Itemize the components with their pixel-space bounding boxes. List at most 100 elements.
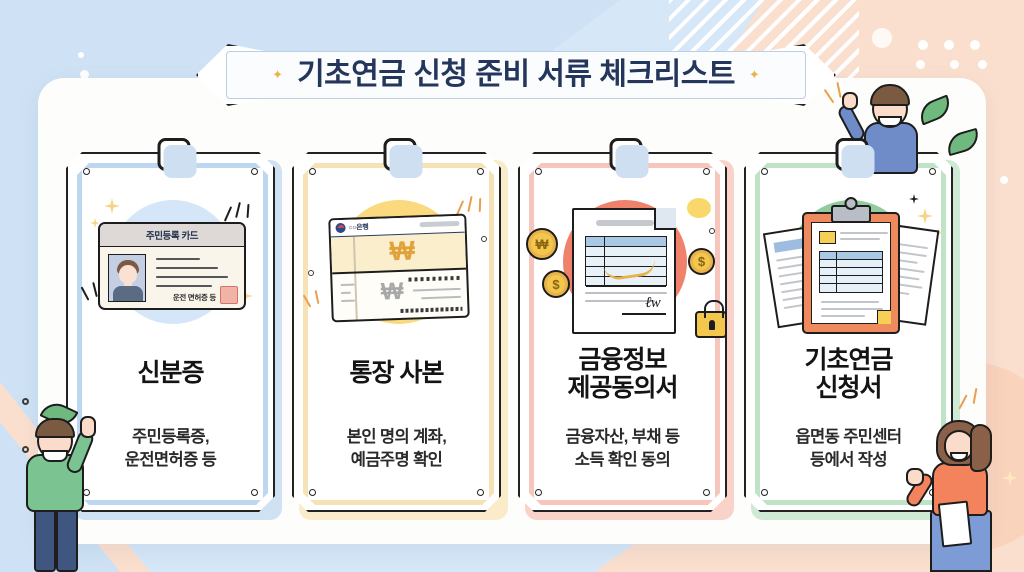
bankbook-account-number [400, 306, 463, 313]
bank-name-text: ○○은행 [348, 224, 369, 232]
card-subtitle: 본인 명의 계좌, 예금주명 확인 [300, 426, 493, 472]
card-subtitle-line1: 본인 명의 계좌, [346, 428, 447, 447]
card-subtitle-line2: 예금주명 확인 [350, 451, 443, 470]
ring-dot-decoration [481, 236, 487, 242]
ring-dot-decoration [22, 446, 29, 453]
dot-decoration [918, 40, 928, 50]
ring-dot-decoration [709, 228, 715, 234]
dot-decoration [950, 60, 959, 69]
corner-dot [309, 168, 316, 175]
clipboard-clip-knob [844, 197, 858, 210]
bankbook-masked-digits [408, 275, 461, 282]
sparkle-icon [104, 198, 120, 214]
bankbook-graphic: ○○은행 ₩ ₩ [328, 213, 470, 323]
corner-dot [251, 168, 258, 175]
checklist-card-id[interactable]: 주민등록 카드 운전 면허증 등 신분증 주민등록증, [66, 138, 282, 520]
card-title-line1: 금융정보 [578, 346, 667, 374]
coin-won-icon: ₩ [526, 228, 558, 260]
checkbox-application[interactable] [835, 138, 875, 178]
ring-dot-decoration [22, 398, 29, 405]
card-title: 금융정보 제공동의서 [526, 346, 719, 403]
card-subtitle-line1: 주민등록증, [132, 428, 209, 447]
checklist-card-bankbook[interactable]: ○○은행 ₩ ₩ [292, 138, 508, 520]
card-subtitle-line2: 운전면허증 등 [124, 451, 217, 470]
dot-decoration [78, 52, 84, 58]
checklist-card-consent[interactable]: ℓᴡ ₩ $ $ 금융정보 제공동의서 [518, 138, 734, 520]
bank-logo-icon [335, 222, 346, 234]
card-title-line2: 제공동의서 [567, 374, 678, 403]
dot-decoration [944, 40, 954, 50]
sparkle-icon [90, 218, 100, 228]
card-subtitle: 금융자산, 부채 등 소득 확인 동의 [526, 426, 719, 472]
card-subtitle: 읍면동 주민센터 등에서 작성 [752, 426, 945, 472]
dot-decoration [80, 70, 89, 79]
character-man-pointing [10, 414, 110, 572]
corner-dot [309, 489, 316, 496]
id-card-footer-text: 운전 면허증 등 [172, 293, 216, 302]
won-symbol-large: ₩ [388, 235, 416, 267]
corner-dot [477, 168, 484, 175]
clipboard-form [811, 222, 891, 324]
corner-dot [761, 489, 768, 496]
card-illustration-id-card: 주민등록 카드 운전 면허증 등 [68, 194, 275, 344]
card-subtitle-line1: 읍면동 주민센터 [795, 428, 902, 447]
dot-decoration [978, 60, 987, 69]
card-title: 신분증 [137, 359, 204, 387]
signature-mark: ℓᴡ [645, 295, 660, 311]
checkbox-id[interactable] [157, 138, 197, 178]
checkbox-consent[interactable] [609, 138, 649, 178]
title-banner: ✦ 기초연금 신청 준비 서류 체크리스트 ✦ [196, 44, 836, 106]
ray-decoration [958, 387, 990, 416]
waving-hand [842, 92, 858, 110]
corner-dot [929, 168, 936, 175]
sparkle-icon-left: ✦ [272, 67, 284, 82]
card-frame-outer: 주민등록 카드 운전 면허증 등 신분증 주민등록증, [66, 152, 275, 512]
card-title-line1: 기초연금 [804, 346, 893, 374]
page-title: 기초연금 신청 준비 서류 체크리스트 [297, 58, 735, 91]
corner-dot [535, 168, 542, 175]
pointing-hand [80, 416, 96, 438]
corner-dot [477, 489, 484, 496]
corner-dot [251, 489, 258, 496]
checklist-card-application[interactable]: 기초연금 신청서 읍면동 주민센터 등에서 작성 [744, 138, 960, 520]
corner-dot [703, 168, 710, 175]
corner-dot [83, 168, 90, 175]
card-frame-outer: ℓᴡ ₩ $ $ 금융정보 제공동의서 [518, 152, 727, 512]
checkbox-bankbook[interactable] [383, 138, 423, 178]
dot-decoration [916, 60, 925, 69]
document-title-bar [596, 220, 654, 226]
card-title-line2: 신청서 [815, 374, 882, 403]
card-subtitle-line1: 금융자산, 부채 등 [565, 428, 680, 447]
dot-decoration [970, 40, 980, 50]
dot-decoration [1000, 176, 1008, 184]
stamp-icon [220, 286, 238, 304]
corner-dot [535, 489, 542, 496]
coin-dollar-symbol: $ [552, 276, 560, 292]
character-woman-clipboard [903, 418, 1014, 572]
card-frame-outer: ○○은행 ₩ ₩ [292, 152, 501, 512]
clipboard-graphic [802, 197, 900, 334]
sparkle-icon [917, 208, 933, 224]
page-fold-corner [654, 208, 676, 230]
card-frame-outer: 기초연금 신청서 읍면동 주민센터 등에서 작성 [744, 152, 953, 512]
held-clipboard [937, 500, 973, 548]
coin-dollar-icon: $ [542, 270, 570, 298]
corner-dot [761, 168, 768, 175]
page-dogear [877, 310, 891, 324]
id-photo [108, 254, 146, 302]
ring-dot-decoration [308, 270, 314, 276]
coin-dollar-icon-2: $ [688, 248, 715, 275]
card-illustration-bankbook: ○○은행 ₩ ₩ [294, 194, 501, 344]
card-illustration-clipboard [746, 194, 953, 344]
lock-icon [695, 300, 727, 338]
checklist-cards: 주민등록 카드 운전 면허증 등 신분증 주민등록증, [66, 138, 966, 520]
bankbook-header-bar [419, 220, 460, 228]
form-table [819, 251, 883, 293]
sparkle-icon [909, 194, 919, 204]
signature-line [622, 313, 666, 315]
ray-decoration [302, 289, 330, 314]
card-title: 통장 사본 [349, 359, 445, 387]
form-highlight-box [819, 231, 836, 244]
ray-decoration [823, 81, 852, 106]
